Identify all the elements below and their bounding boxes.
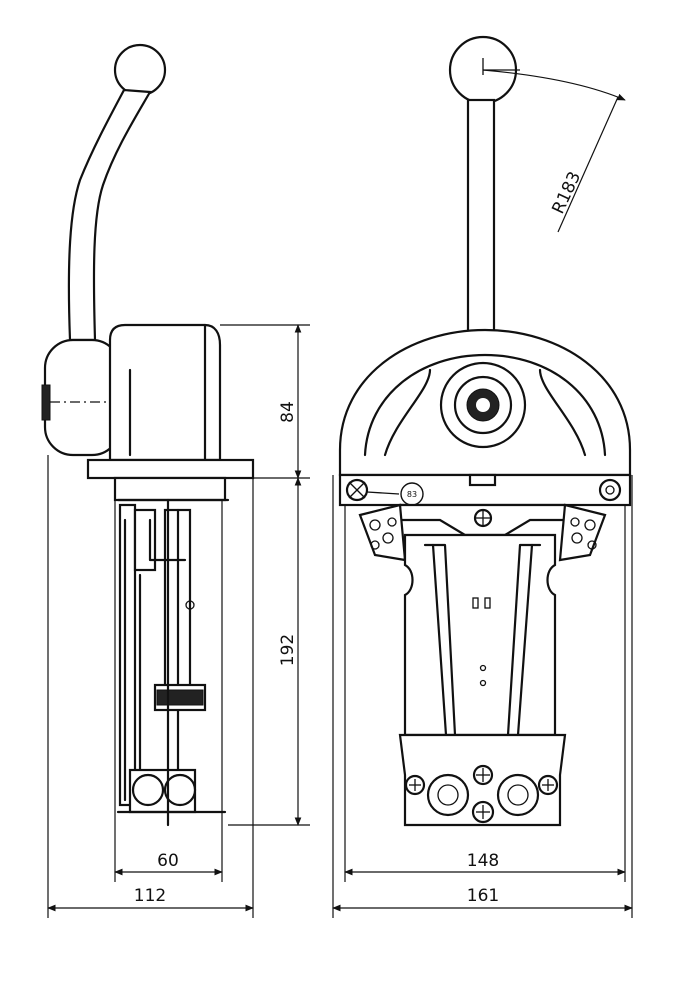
front-lug-left — [358, 503, 407, 562]
front-screw-right — [598, 478, 622, 502]
callout-83-label: 83 — [407, 490, 417, 499]
side-lever-knob — [113, 43, 167, 97]
side-flange — [86, 458, 255, 480]
dim-side-84: 84 — [278, 401, 298, 423]
dim-side-192: 192 — [278, 634, 298, 666]
front-lower-body — [403, 533, 557, 737]
side-housing — [108, 323, 222, 462]
side-lever-shaft — [67, 88, 152, 342]
dim-front-r183: R183 — [548, 169, 585, 218]
dim-front-148: 148 — [467, 851, 499, 871]
dim-side-112: 112 — [134, 886, 166, 906]
front-lug-right — [558, 503, 607, 562]
side-lever-hub — [43, 338, 122, 457]
side-mechanism — [113, 476, 230, 827]
dim-front-161: 161 — [467, 886, 499, 906]
side-view: 84 192 60 112 — [41, 43, 310, 918]
front-lever-shaft — [466, 98, 496, 367]
dim-side-60: 60 — [157, 851, 179, 871]
front-view: 83 — [332, 35, 633, 918]
front-cable-port-left — [426, 773, 470, 817]
front-cable-port-right — [496, 773, 540, 817]
